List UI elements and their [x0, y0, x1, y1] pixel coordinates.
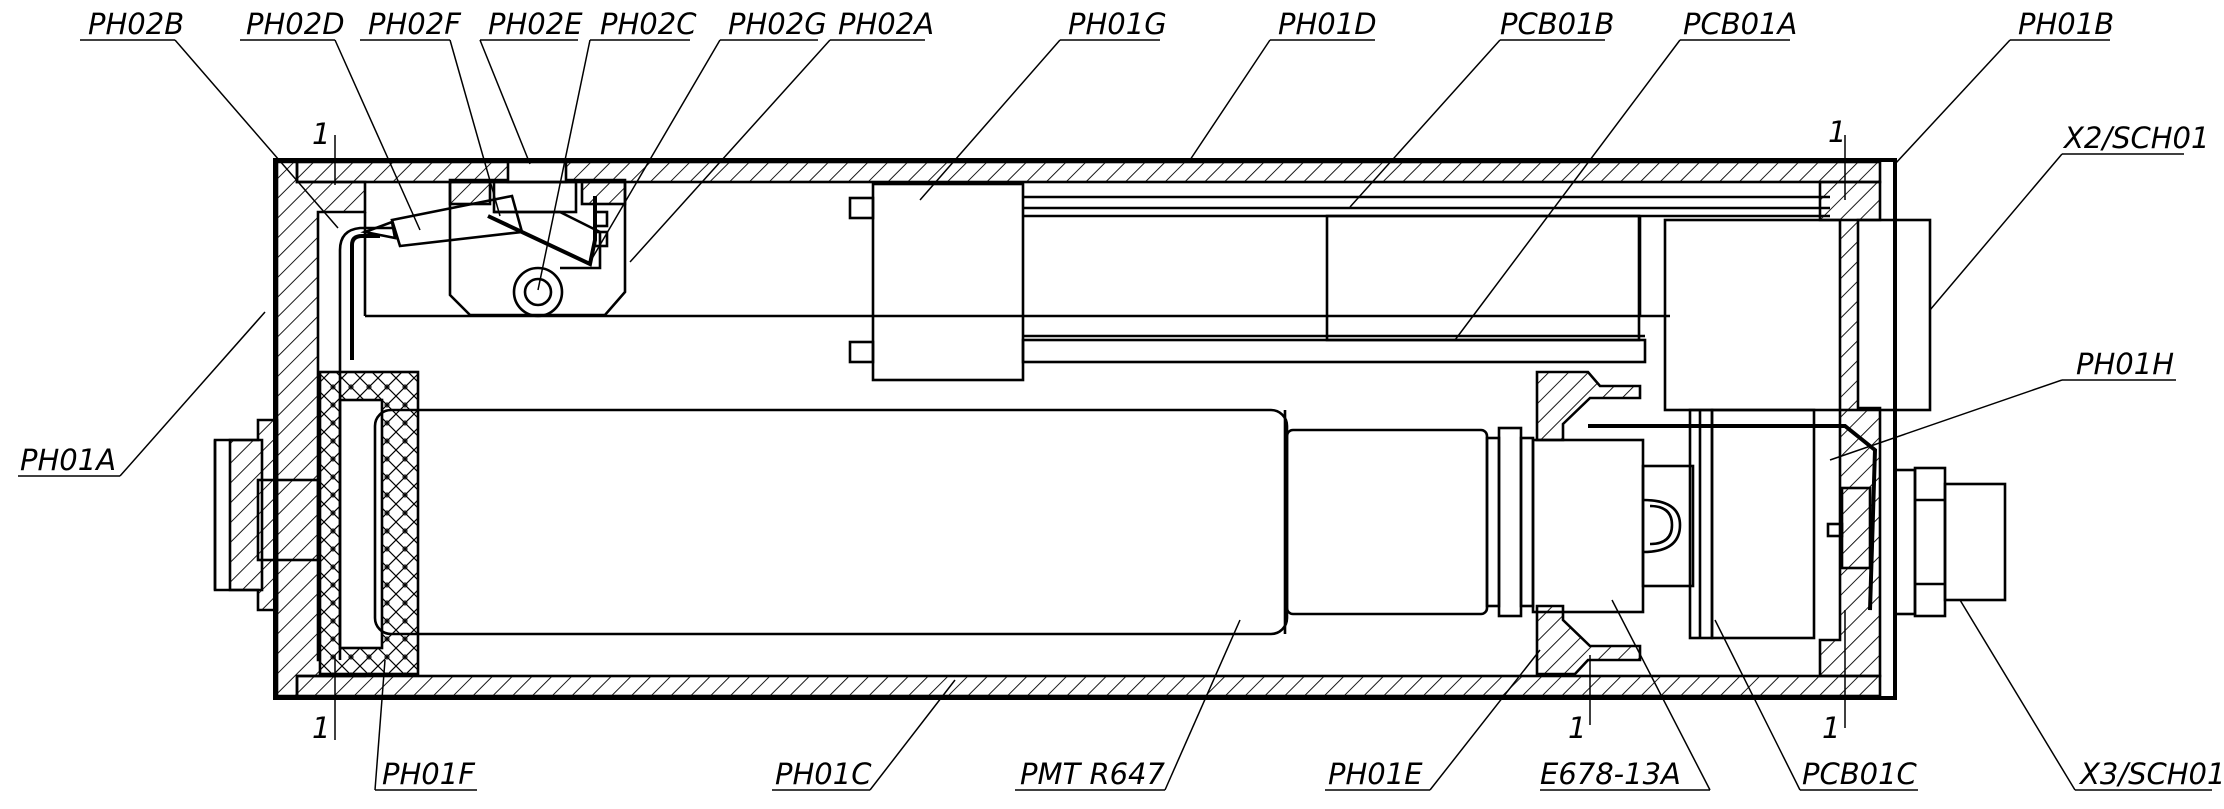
- housing-bottom-wall: [295, 674, 1882, 698]
- label-ph02e: PH02E: [488, 7, 583, 41]
- section-marker: 1: [1568, 711, 1586, 745]
- section-marker: 1: [1822, 711, 1840, 745]
- x2-connector: [1663, 218, 1932, 412]
- label-ph01h: PH01H: [2076, 347, 2174, 381]
- label-ph01f: PH01F: [382, 757, 476, 791]
- section-marker: 1: [312, 711, 330, 745]
- pmt-tube: [373, 408, 1489, 636]
- label-ph01b: PH01B: [2018, 7, 2114, 41]
- pmt-socket: [1485, 426, 1695, 618]
- pcb01c-board: [1688, 408, 1816, 640]
- x3-connector: [1826, 466, 2007, 618]
- label-e678-13a: E678-13A: [1540, 757, 1681, 791]
- socket-holder: [1535, 370, 1642, 676]
- left-window-flange: [213, 418, 320, 612]
- label-ph01a: PH01A: [20, 443, 116, 477]
- label-ph02b: PH02B: [88, 7, 184, 41]
- label-ph02c: PH02C: [600, 7, 697, 41]
- label-ph01e: PH01E: [1328, 757, 1423, 791]
- ph01h-wire: [1588, 424, 1878, 611]
- pcb01b-board: [1023, 195, 1830, 218]
- label-ph01g: PH01G: [1068, 7, 1167, 41]
- section-marker: 1: [1828, 115, 1846, 149]
- internal-frame: [363, 212, 1670, 318]
- ph01g-block: [848, 182, 1025, 382]
- pcb01a-board: [1021, 214, 1647, 364]
- label-ph02f: PH02F: [368, 7, 462, 41]
- label-pcb01a: PCB01A: [1683, 7, 1797, 41]
- label-pmt-r647: PMT R647: [1020, 757, 1165, 791]
- label-ph01c: PH01C: [775, 757, 872, 791]
- housing-outline: [273, 158, 1897, 700]
- label-pcb01b: PCB01B: [1500, 7, 1614, 41]
- section-marker-ticks: [334, 135, 1846, 740]
- label-ph02g: PH02G: [728, 7, 827, 41]
- left-end-cap: [275, 160, 367, 698]
- label-x2-sch01: X2/SCH01: [2062, 121, 2209, 155]
- foam-cushion: [318, 370, 420, 676]
- section-marker: 1: [312, 117, 330, 151]
- label-ph02d: PH02D: [246, 7, 345, 41]
- label-pcb01c: PCB01C: [1802, 757, 1918, 791]
- label-x3-sch01: X3/SCH01: [2078, 757, 2224, 791]
- label-ph01d: PH01D: [1278, 7, 1377, 41]
- ph02-block: [448, 160, 627, 318]
- leader-lines: [18, 39, 2212, 791]
- label-ph02a: PH02A: [838, 7, 934, 41]
